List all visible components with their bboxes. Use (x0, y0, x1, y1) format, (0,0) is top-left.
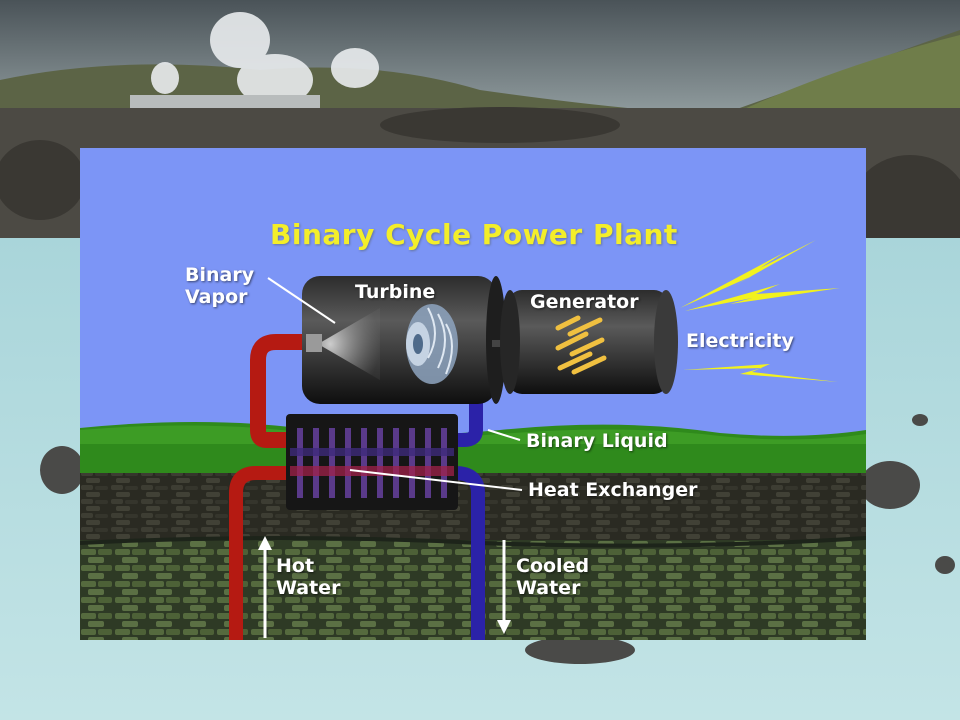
cooled-water-arrow-icon (497, 540, 511, 634)
lightning-bolts-icon (680, 240, 840, 382)
generator-housing (500, 290, 678, 394)
lagoon-rocks (40, 414, 955, 664)
cooled-water-pipe (454, 466, 485, 640)
binary-cycle-diagram: Binary Cycle Power Plant Binary Vapor Tu… (80, 148, 866, 640)
binary-vapor-pointer (267, 277, 336, 324)
label-electricity: Electricity (686, 330, 794, 352)
label-turbine: Turbine (355, 281, 436, 303)
hot-water-pipe (229, 466, 292, 640)
binary-liquid-pipe (452, 403, 483, 447)
label-binary-liquid: Binary Liquid (526, 430, 668, 452)
label-heat-exchanger: Heat Exchanger (528, 479, 698, 501)
label-cooled-water: Cooled Water (516, 555, 590, 599)
turbine-blades-icon (406, 304, 458, 384)
plant-buildings (130, 95, 320, 109)
drive-shaft (492, 340, 508, 347)
binary-liquid-pointer (487, 429, 521, 441)
generator-coils-icon (555, 315, 607, 375)
binary-vapor-pipe (250, 334, 308, 448)
diagram-artwork (80, 240, 866, 640)
heat-exchanger (286, 414, 458, 510)
hot-water-arrow-icon (258, 536, 272, 638)
label-hot-water: Hot Water (276, 555, 341, 599)
steam-plumes (151, 12, 379, 106)
label-generator: Generator (530, 291, 639, 313)
diagram-title: Binary Cycle Power Plant (270, 218, 678, 251)
lava-rocks (0, 107, 960, 265)
label-binary-vapor: Binary Vapor (185, 264, 255, 308)
heat-exchanger-pointer (349, 469, 523, 491)
